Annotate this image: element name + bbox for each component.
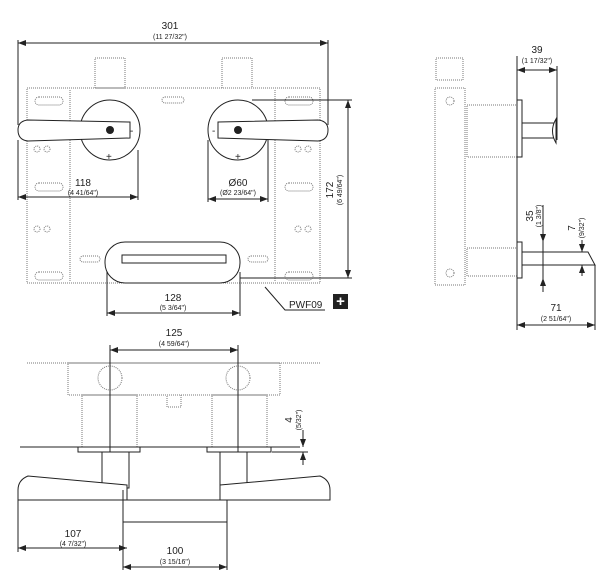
knob-minus-label: - <box>212 126 215 137</box>
dim-handle-depth: 39 <box>531 45 543 56</box>
dim-flange-thickness-inch: (5/32") <box>296 410 303 431</box>
dim-height-inch: (6 49/64") <box>337 175 344 206</box>
dim-lever-length-inch: (4 7/32") <box>60 541 87 548</box>
dim-knob-diameter: Ø60 <box>229 178 248 189</box>
inlet-connector-right <box>221 57 253 89</box>
side-view: 39 (1 17/32") 35 (1 3/8") 7 (9/32") 71 (… <box>434 45 596 330</box>
dim-width: 301 <box>162 21 179 32</box>
dim-spout-thickness: 7 <box>567 225 578 231</box>
inlet-connector-left <box>94 57 126 89</box>
knob-plus-label: + <box>235 152 241 163</box>
dim-spout-length: 100 <box>167 546 184 557</box>
dim-handle-offset: 118 <box>75 178 91 189</box>
dim-handle-depth-inch: (1 17/32") <box>522 58 553 65</box>
spout-outlet <box>121 254 227 264</box>
dim-spout-thickness-inch: (9/32") <box>579 218 586 239</box>
dim-spout-depth-inch: (2 51/64") <box>541 316 572 323</box>
dim-knob-diameter-inch: (Ø2 23/64") <box>220 190 256 197</box>
front-view: - + - + 301 (11 27/32") 118 (4 41/64") Ø… <box>17 21 352 316</box>
dim-spout-width: 128 <box>165 293 182 304</box>
handle-flange <box>516 99 523 158</box>
valve-body-side <box>434 87 466 286</box>
dim-height: 172 <box>325 181 336 198</box>
spout-flange <box>516 241 523 279</box>
dim-center-distance-inch: (4 59/64") <box>159 341 190 348</box>
dim-handle-offset-inch: (4 41/64") <box>68 190 99 197</box>
spout-side <box>521 251 596 266</box>
screw-icon <box>106 126 114 134</box>
handle-knob-side <box>552 117 557 145</box>
dim-spout-height-inch: (1 3/8") <box>536 205 543 228</box>
dim-center-distance: 125 <box>166 328 183 339</box>
dim-width-inch: (11 27/32") <box>153 34 187 41</box>
handle-lever-left <box>17 119 131 142</box>
bottom-view: 125 (4 59/64") 4 (5/32") 107 (4 7/32") 1… <box>17 328 331 570</box>
plus-symbol: + <box>336 293 345 310</box>
lever-bottom-right <box>219 475 331 501</box>
knob-minus-label: - <box>130 126 133 137</box>
spout-bottom <box>122 499 228 523</box>
handle-lever-right <box>217 119 329 142</box>
part-label: PWF09 <box>289 300 323 311</box>
dim-spout-length-inch: (3 15/16") <box>160 559 191 566</box>
dim-spout-width-inch: (5 3/64") <box>160 305 187 312</box>
dim-flange-thickness: 4 <box>284 417 295 423</box>
valve-body-bottom <box>67 362 281 396</box>
plus-box-icon <box>333 294 348 309</box>
dim-lever-length: 107 <box>65 529 82 540</box>
dim-spout-depth: 71 <box>550 303 562 314</box>
screw-icon <box>234 126 242 134</box>
knob-plus-label: + <box>106 152 112 163</box>
dim-spout-height: 35 <box>525 210 536 222</box>
